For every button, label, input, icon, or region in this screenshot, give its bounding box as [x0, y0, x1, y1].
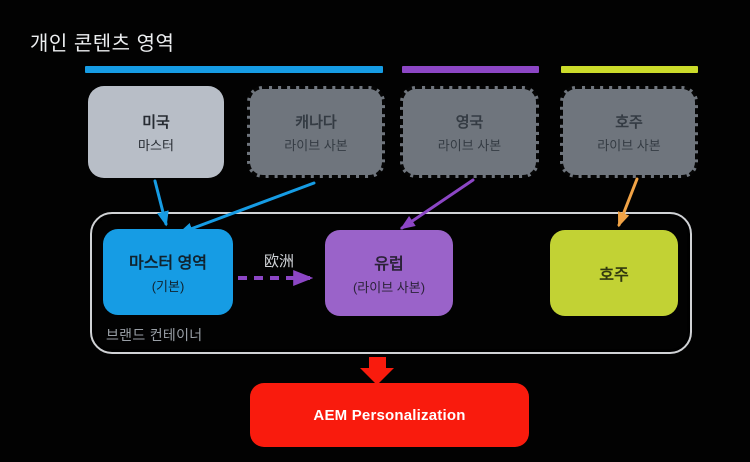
region-bar-uk	[402, 66, 539, 73]
arrow-container-to-aem	[360, 357, 394, 385]
node-title: 미국	[142, 113, 170, 131]
region-bar-australia	[561, 66, 698, 73]
node-title: 유럽	[374, 256, 404, 273]
node-subtitle: (라이브 사본)	[352, 280, 426, 295]
page-title: 개인 콘텐츠 영역	[30, 33, 175, 55]
node-master-area: 마스터 영역 (기본)	[103, 229, 233, 315]
node-title: 캐나다	[295, 113, 337, 131]
node-title: 호주	[599, 267, 629, 284]
node-europe-live-copy: 유럽 (라이브 사본)	[325, 230, 453, 316]
node-australia-live-copy: 호주 라이브 사본	[560, 86, 698, 178]
node-subtitle: 마스터	[138, 137, 174, 153]
node-uk-live-copy: 영국 라이브 사본	[400, 86, 539, 178]
flow-label-europe: 欧洲	[263, 253, 294, 270]
node-subtitle: 라이브 사본	[284, 137, 348, 153]
node-us-master: 미국 마스터	[88, 86, 224, 178]
aem-personalization-label: AEM Personalization	[313, 406, 466, 424]
node-subtitle: 라이브 사본	[437, 137, 502, 153]
node-title: 호주	[615, 113, 643, 131]
node-aem-personalization: AEM Personalization	[250, 383, 529, 447]
node-australia-area: 호주	[550, 230, 678, 316]
region-bar-us-canada	[85, 66, 383, 73]
node-subtitle: 라이브 사본	[597, 137, 661, 153]
node-canada-live-copy: 캐나다 라이브 사본	[247, 86, 385, 178]
node-title: 마스터 영역	[128, 255, 208, 272]
node-title: 영국	[455, 113, 484, 131]
node-subtitle: (기본)	[151, 279, 185, 294]
brand-container: 브랜드 컨테이너	[90, 212, 692, 354]
brand-container-label: 브랜드 컨테이너	[106, 327, 203, 343]
